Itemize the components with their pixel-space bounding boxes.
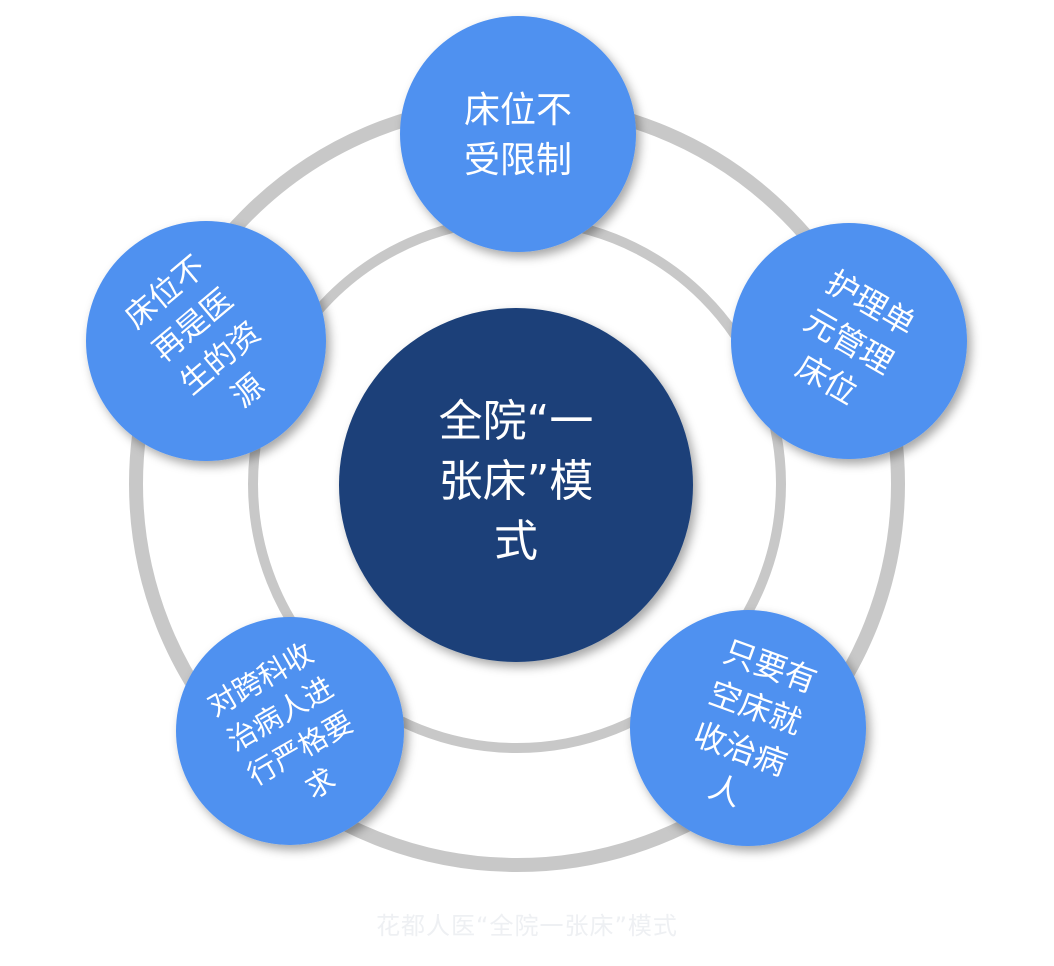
node-nursing-unit-circle: [731, 223, 967, 459]
node-cross-department-circle: [176, 617, 404, 845]
center-node-line-1: 全院“一: [439, 396, 594, 447]
figure-caption: 花都人医“全院一张床”模式: [376, 912, 678, 940]
node-bed-unrestricted-line-2: 受限制: [464, 140, 572, 181]
center-node-circle: [339, 308, 693, 662]
center-node-label: 全院“一张床”模式: [439, 396, 594, 567]
center-node-line-2: 张床”模: [439, 456, 594, 507]
node-bed-unrestricted-line-1: 床位不: [464, 90, 572, 131]
center-node: 全院“一张床”模式: [339, 308, 693, 662]
node-admit-if-empty-circle: [630, 610, 866, 846]
node-not-doctor-resource-circle: [86, 221, 326, 461]
center-node-line-3: 式: [494, 516, 538, 567]
node-bed-unrestricted-circle: [400, 16, 636, 252]
